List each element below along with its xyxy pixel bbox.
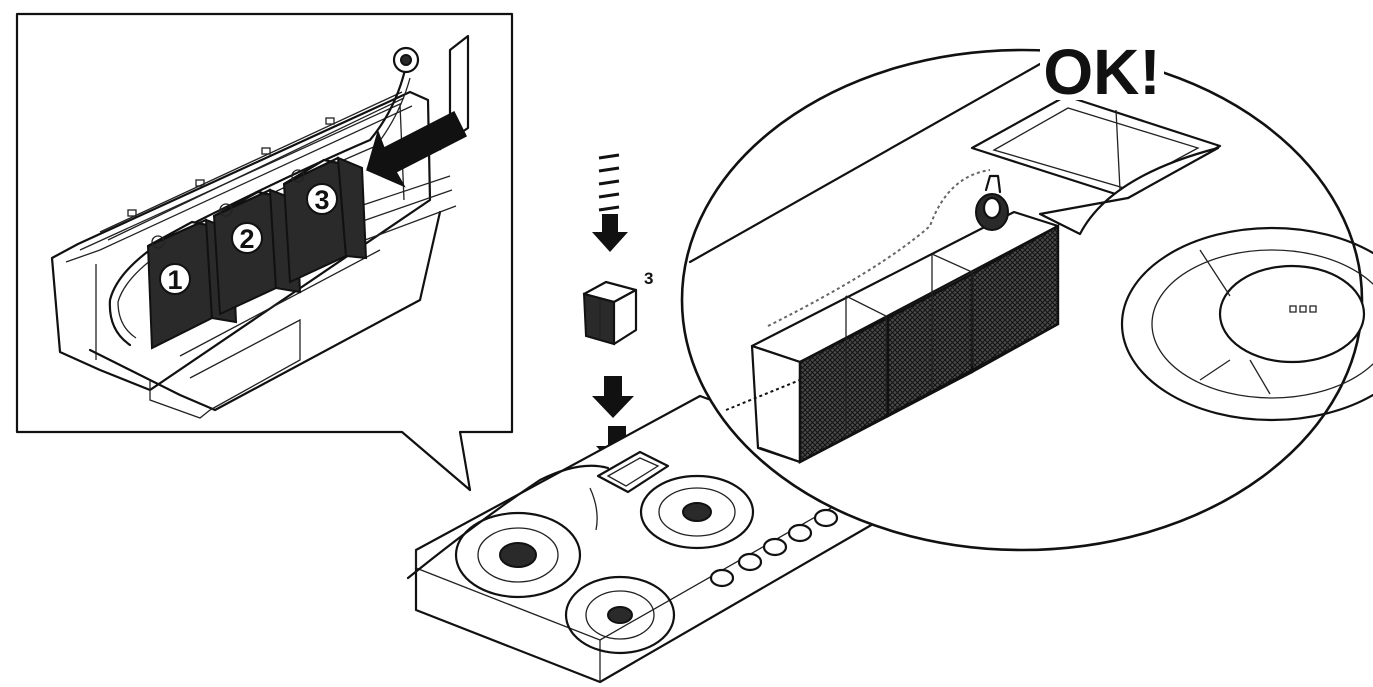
insertion-sequence: 3 [582, 153, 653, 468]
duct-opening [970, 94, 1222, 236]
callout-3-label: 3 [314, 185, 329, 215]
callout-2: 2 [231, 222, 263, 254]
cable-connector [975, 174, 1009, 231]
filter-count-label: 3 [644, 269, 653, 288]
callout-3: 3 [306, 183, 338, 215]
arrow-down-icon [592, 214, 628, 252]
filter-block-icon [582, 280, 638, 346]
magnified-burner [1120, 226, 1373, 422]
arrow-left-icon [366, 110, 468, 188]
dotted-cable-lower [725, 379, 801, 411]
burner-front-right [564, 575, 676, 655]
filter-frame [750, 210, 1060, 464]
motion-dashes [598, 153, 620, 212]
callout-1-label: 1 [167, 265, 182, 295]
detail-panel: 1 2 3 [15, 12, 514, 492]
magnified-view: OK! [680, 36, 1373, 552]
callout-1: 1 [159, 263, 191, 295]
ok-label: OK! [1043, 36, 1160, 108]
control-knobs [709, 508, 839, 588]
burner-back-right [639, 474, 755, 550]
arrow-down-icon [592, 376, 634, 418]
burner-front-left [454, 511, 582, 599]
dotted-cable [767, 169, 991, 327]
callout-2-label: 2 [239, 224, 254, 254]
gas-hob [406, 394, 882, 684]
